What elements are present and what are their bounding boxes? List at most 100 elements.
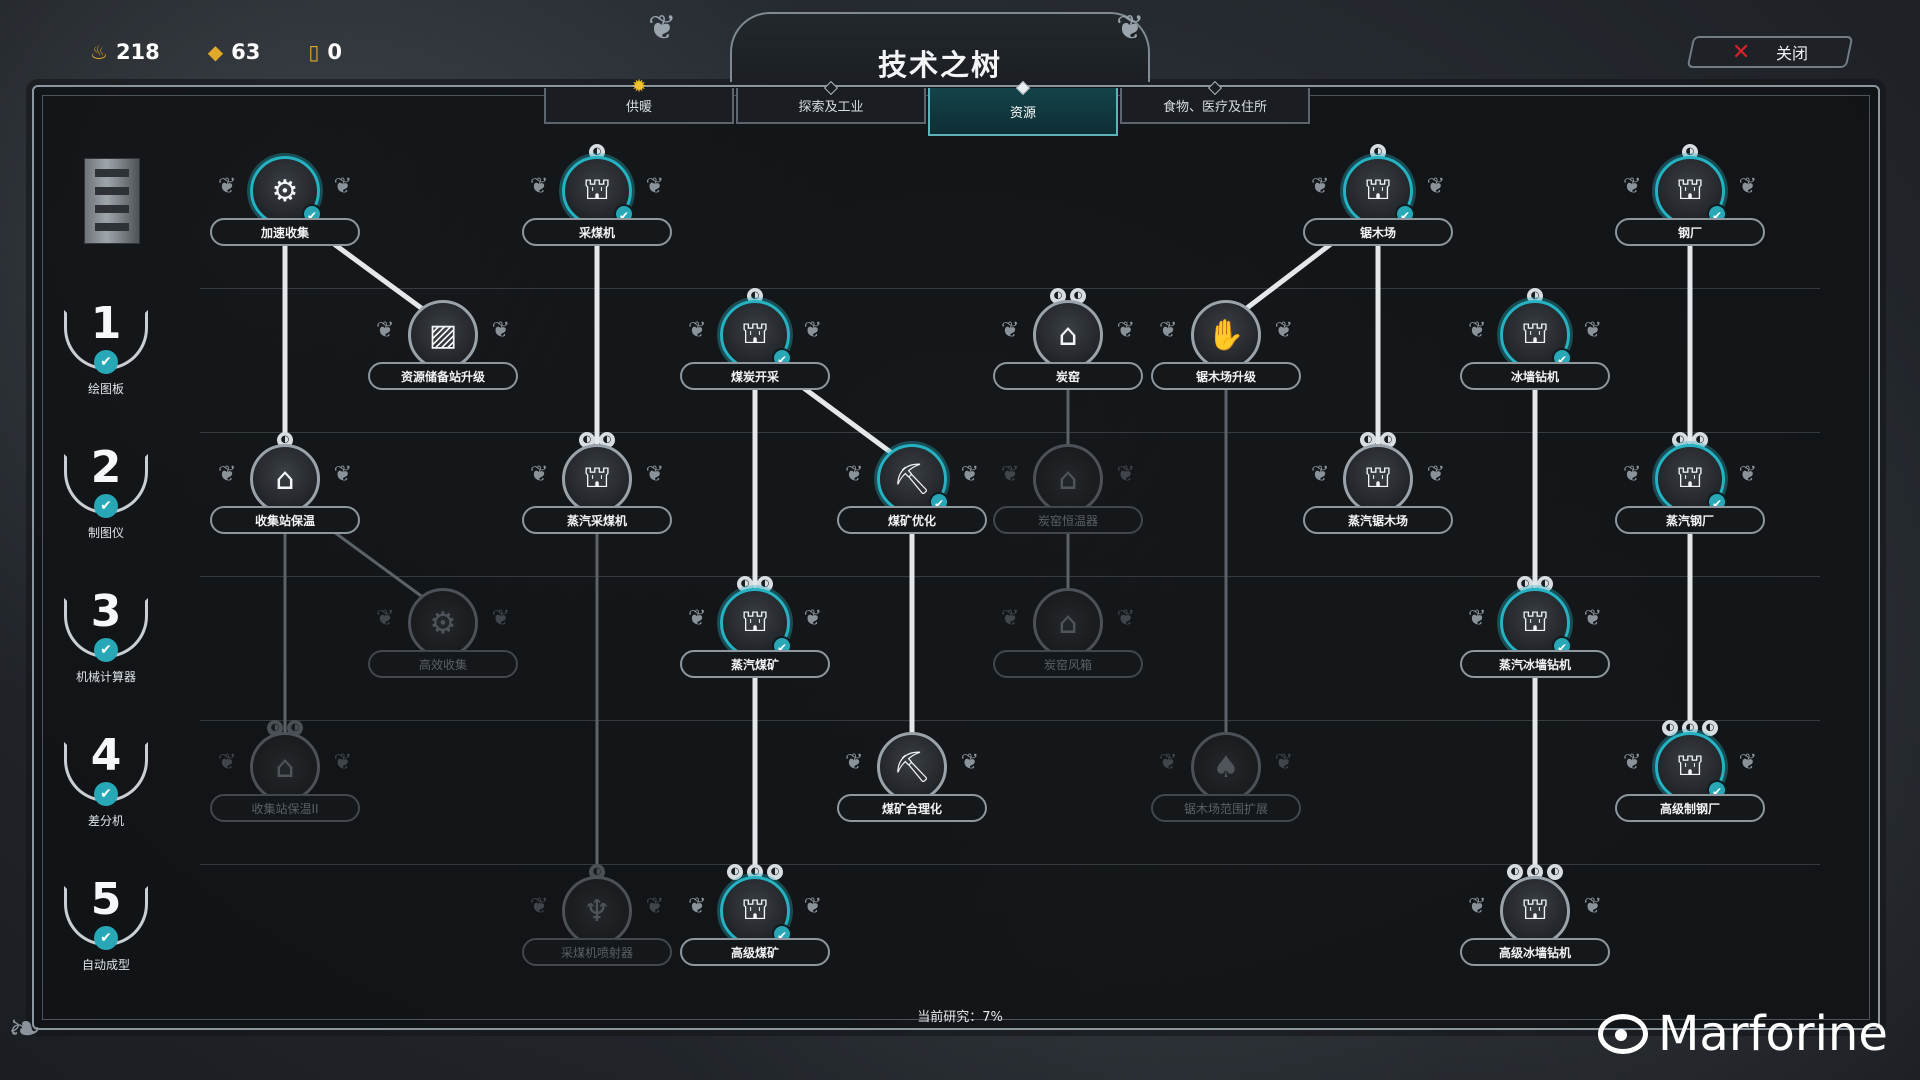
ornament-wing-icon: ❦ — [1583, 894, 1602, 919]
checkmark-icon: ✔ — [94, 782, 118, 806]
tech-node[interactable]: ❦ ❦ ⚙ ✔ 加速收集 — [210, 156, 360, 266]
tech-node[interactable]: ◐◐ ❦ ❦ ⛫ ✔ 蒸汽冰墙钻机 — [1460, 576, 1610, 698]
tech-label: 收集站保温II — [210, 794, 360, 822]
wood-icon: ◆ — [207, 40, 224, 64]
gear-icon: ✹ — [631, 76, 647, 97]
tech-icon: ⛏ — [877, 732, 947, 802]
tier-name: 制图仪 — [87, 526, 124, 540]
tech-icon: ⌂ — [250, 732, 320, 802]
tech-node[interactable]: ◐◐ ❦ ❦ ⛫ 蒸汽采煤机 — [522, 432, 672, 554]
tech-glyph: ⚙ — [271, 173, 299, 209]
tech-node[interactable]: ◐ ❦ ❦ ⌂ 收集站保温 — [210, 432, 360, 554]
tech-label: 高效收集 — [368, 650, 518, 678]
research-progress: 当前研究：7% — [917, 1010, 1003, 1025]
tech-node[interactable]: ◐◐ ❦ ❦ ⛫ 蒸汽锯木场 — [1303, 432, 1453, 554]
resource-steel-value: 0 — [327, 40, 343, 64]
tech-glyph: ♆ — [583, 893, 611, 929]
ornament-wing-icon: ❦ — [1468, 318, 1487, 343]
row-separator — [200, 864, 1820, 865]
tech-icon: ⌂ — [250, 444, 320, 514]
tech-node[interactable]: ❦ ❦ ⛏ ✔ 煤矿优化 — [837, 444, 987, 554]
diamond-icon — [1207, 80, 1223, 96]
ornament-wing-icon: ❦ — [1623, 174, 1642, 199]
tech-label: 锯木场范围扩展 — [1151, 794, 1301, 822]
tech-icon: ⛫ — [1500, 876, 1570, 946]
tech-label: 炭窑恒温器 — [993, 506, 1143, 534]
tech-node[interactable]: ❦ ❦ ▨ 资源储备站升级 — [368, 300, 518, 410]
ornament-wing-icon: ❦ — [376, 606, 395, 631]
ornament-wing-icon: ❦ — [1583, 606, 1602, 631]
tech-label: 高级煤矿 — [680, 938, 830, 966]
ornament-wing-icon: ❦ — [845, 750, 864, 775]
tech-glyph: ⌂ — [1058, 461, 1078, 497]
tech-label: 收集站保温 — [210, 506, 360, 534]
ornament-wing-icon: ❦ — [1311, 174, 1330, 199]
tech-label: 资源储备站升级 — [368, 362, 518, 390]
tech-node[interactable]: ◐◐ ❦ ❦ ⛫ ✔ 蒸汽煤矿 — [680, 576, 830, 698]
ornament-wing-icon: ❦ — [491, 318, 510, 343]
ornament-wing-icon: ❦ — [1623, 750, 1642, 775]
resource-heat-value: 218 — [115, 40, 160, 64]
tab-exploration[interactable]: 探索及工业 — [736, 80, 926, 124]
tech-node[interactable]: ◐ ❦ ❦ ⛫ ✔ 钢厂 — [1615, 144, 1765, 266]
row-separator — [200, 720, 1820, 721]
requirement-icon: ◐ — [767, 864, 783, 880]
tech-node[interactable]: ❦ ❦ ♠ 锯木场范围扩展 — [1151, 732, 1301, 842]
ornament-wing-icon: ❦ — [1468, 894, 1487, 919]
tech-node[interactable]: ◐ ❦ ❦ ⛫ ✔ 煤炭开采 — [680, 288, 830, 410]
tech-node[interactable]: ◐◐ ❦ ❦ ⛫ ✔ 蒸汽钢厂 — [1615, 432, 1765, 554]
resource-wood: ◆63 — [208, 40, 261, 64]
tech-node[interactable]: ◐ ❦ ❦ ⛫ ✔ 冰墙钻机 — [1460, 288, 1610, 410]
tab-food-medical[interactable]: 食物、医疗及住所 — [1120, 80, 1310, 124]
tech-node[interactable]: ◐ ❦ ❦ ♆ 采煤机喷射器 — [522, 864, 672, 986]
ornament-wing-icon: ❦ — [688, 894, 707, 919]
tech-node[interactable]: ❦ ❦ ⛏ 煤矿合理化 — [837, 732, 987, 842]
tech-node[interactable]: ◐◐◐ ❦ ❦ ⛫ ✔ 高级制钢厂 — [1615, 720, 1765, 842]
tech-label: 炭窑 — [993, 362, 1143, 390]
tech-glyph: ⛫ — [1676, 747, 1704, 783]
tier-name: 自动成型 — [81, 958, 130, 972]
ornament-wing-icon: ❦ — [218, 174, 237, 199]
tier-1: 1 ✔ 绘图板 — [58, 300, 154, 410]
ornament-wing-icon: ❦ — [803, 606, 822, 631]
heat-icon: ♨ — [90, 40, 108, 64]
tech-node[interactable]: ◐◐ ❦ ❦ ⌂ 收集站保温II — [210, 720, 360, 842]
tab-heating[interactable]: ✹供暖 — [544, 76, 734, 124]
page-title: 技术之树 — [877, 48, 1002, 82]
tech-glyph: ⛫ — [1364, 459, 1392, 495]
tech-label: 蒸汽冰墙钻机 — [1460, 650, 1610, 678]
resource-heat: ♨ 218 — [90, 40, 160, 64]
ornament-wing-icon: ❦ — [645, 462, 664, 487]
tech-icon: ♠ — [1191, 732, 1261, 802]
tech-node[interactable]: ◐ ❦ ❦ ⛫ ✔ 锯木场 — [1303, 144, 1453, 266]
ornament-wing-icon: ❦ — [1623, 462, 1642, 487]
tech-icon: ✋ — [1191, 300, 1261, 370]
ornament-wing-icon: ❦ — [218, 750, 237, 775]
tech-node[interactable]: ◐ ❦ ❦ ⛫ ✔ 采煤机 — [522, 144, 672, 266]
tech-label: 高级冰墙钻机 — [1460, 938, 1610, 966]
ornament-wing-icon: ❦ — [688, 318, 707, 343]
tab-resources[interactable]: 资源 — [928, 80, 1118, 136]
tech-label: 钢厂 — [1615, 218, 1765, 246]
tech-node[interactable]: ❦ ❦ ⌂ 炭窑恒温器 — [993, 444, 1143, 554]
watermark-text: Marforine — [1658, 1006, 1888, 1062]
tech-node[interactable]: ◐◐◐ ❦ ❦ ⛫ ✔ 高级煤矿 — [680, 864, 830, 986]
tech-icon: ⚙ — [250, 156, 320, 226]
tech-glyph: ⛫ — [741, 603, 769, 639]
tech-icon: ♆ — [562, 876, 632, 946]
tech-node[interactable]: ❦ ❦ ⚙ 高效收集 — [368, 588, 518, 698]
tech-label: 采煤机喷射器 — [522, 938, 672, 966]
ornament-wing-icon: ❦ — [1311, 462, 1330, 487]
tech-node[interactable]: ◐◐ ❦ ❦ ⌂ 炭窑 — [993, 288, 1143, 410]
tech-icon: ⚙ — [408, 588, 478, 658]
tech-label: 高级制钢厂 — [1615, 794, 1765, 822]
tech-node[interactable]: ❦ ❦ ⌂ 炭窑风箱 — [993, 588, 1143, 698]
ornament-wing-icon: ❦ — [1583, 318, 1602, 343]
close-button[interactable]: ✕ 关闭 — [1686, 36, 1854, 68]
tech-label: 蒸汽采煤机 — [522, 506, 672, 534]
tab-exploration-label: 探索及工业 — [798, 99, 864, 115]
tech-node[interactable]: ❦ ❦ ✋ 锯木场升级 — [1151, 300, 1301, 410]
tech-node[interactable]: ◐◐◐ ❦ ❦ ⛫ 高级冰墙钻机 — [1460, 864, 1610, 986]
tech-glyph: ⛫ — [583, 459, 611, 495]
ornament-wing-icon: ❦ — [1001, 318, 1020, 343]
